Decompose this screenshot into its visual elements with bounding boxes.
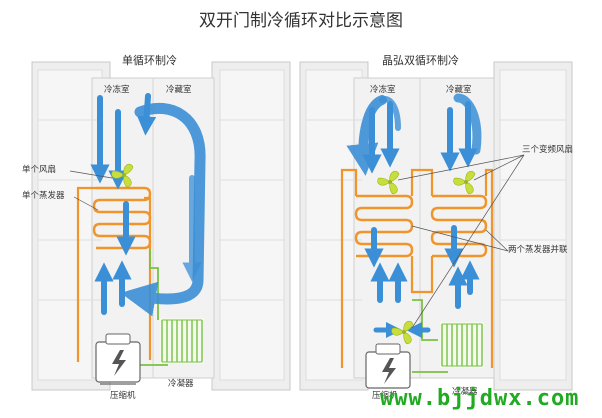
left-condenser bbox=[160, 318, 204, 364]
left-freezer-label: 冷冻室 bbox=[104, 85, 130, 95]
watermark: www.bjjdwx.com bbox=[380, 386, 580, 411]
diagram-title: 双开门制冷循环对比示意图 bbox=[199, 11, 403, 31]
right-three-fans-label: 三个变频风扇 bbox=[522, 145, 574, 155]
left-single-evaporator-label: 单个蒸发器 bbox=[22, 191, 65, 201]
right-condenser-label: 冷凝器 bbox=[452, 387, 478, 397]
right-compressor-icon bbox=[365, 343, 411, 389]
left-compressor-icon bbox=[95, 333, 141, 385]
right-freezer-label: 冷冻室 bbox=[370, 85, 396, 95]
right-condenser bbox=[440, 322, 484, 368]
right-fridge-label: 冷藏室 bbox=[446, 85, 472, 95]
left-condenser-label: 冷凝器 bbox=[168, 379, 194, 389]
right-two-evaporators-label: 两个蒸发器并联 bbox=[508, 245, 568, 255]
left-pointer-lines bbox=[69, 170, 113, 211]
left-fan-icon bbox=[111, 163, 134, 188]
right-panel-title: 晶弘双循环制冷 bbox=[382, 54, 459, 67]
right-fan-condenser-icon bbox=[391, 320, 414, 345]
right-airflow bbox=[346, 93, 482, 339]
left-compressor-label: 压缩机 bbox=[110, 391, 136, 401]
left-panel-title: 单循环制冷 bbox=[122, 54, 177, 67]
left-fridge-label: 冷藏室 bbox=[166, 85, 192, 95]
right-condenser-pipe bbox=[412, 299, 448, 373]
left-airflow bbox=[90, 93, 206, 317]
left-evaporator bbox=[92, 186, 152, 250]
left-single-fan-label: 单个风扇 bbox=[22, 165, 57, 175]
right-fan-freezer-icon bbox=[377, 170, 400, 195]
right-pointer-lines bbox=[397, 154, 525, 329]
right-fan-fridge-icon bbox=[453, 170, 476, 195]
right-compressor-label: 压缩机 bbox=[372, 391, 398, 401]
